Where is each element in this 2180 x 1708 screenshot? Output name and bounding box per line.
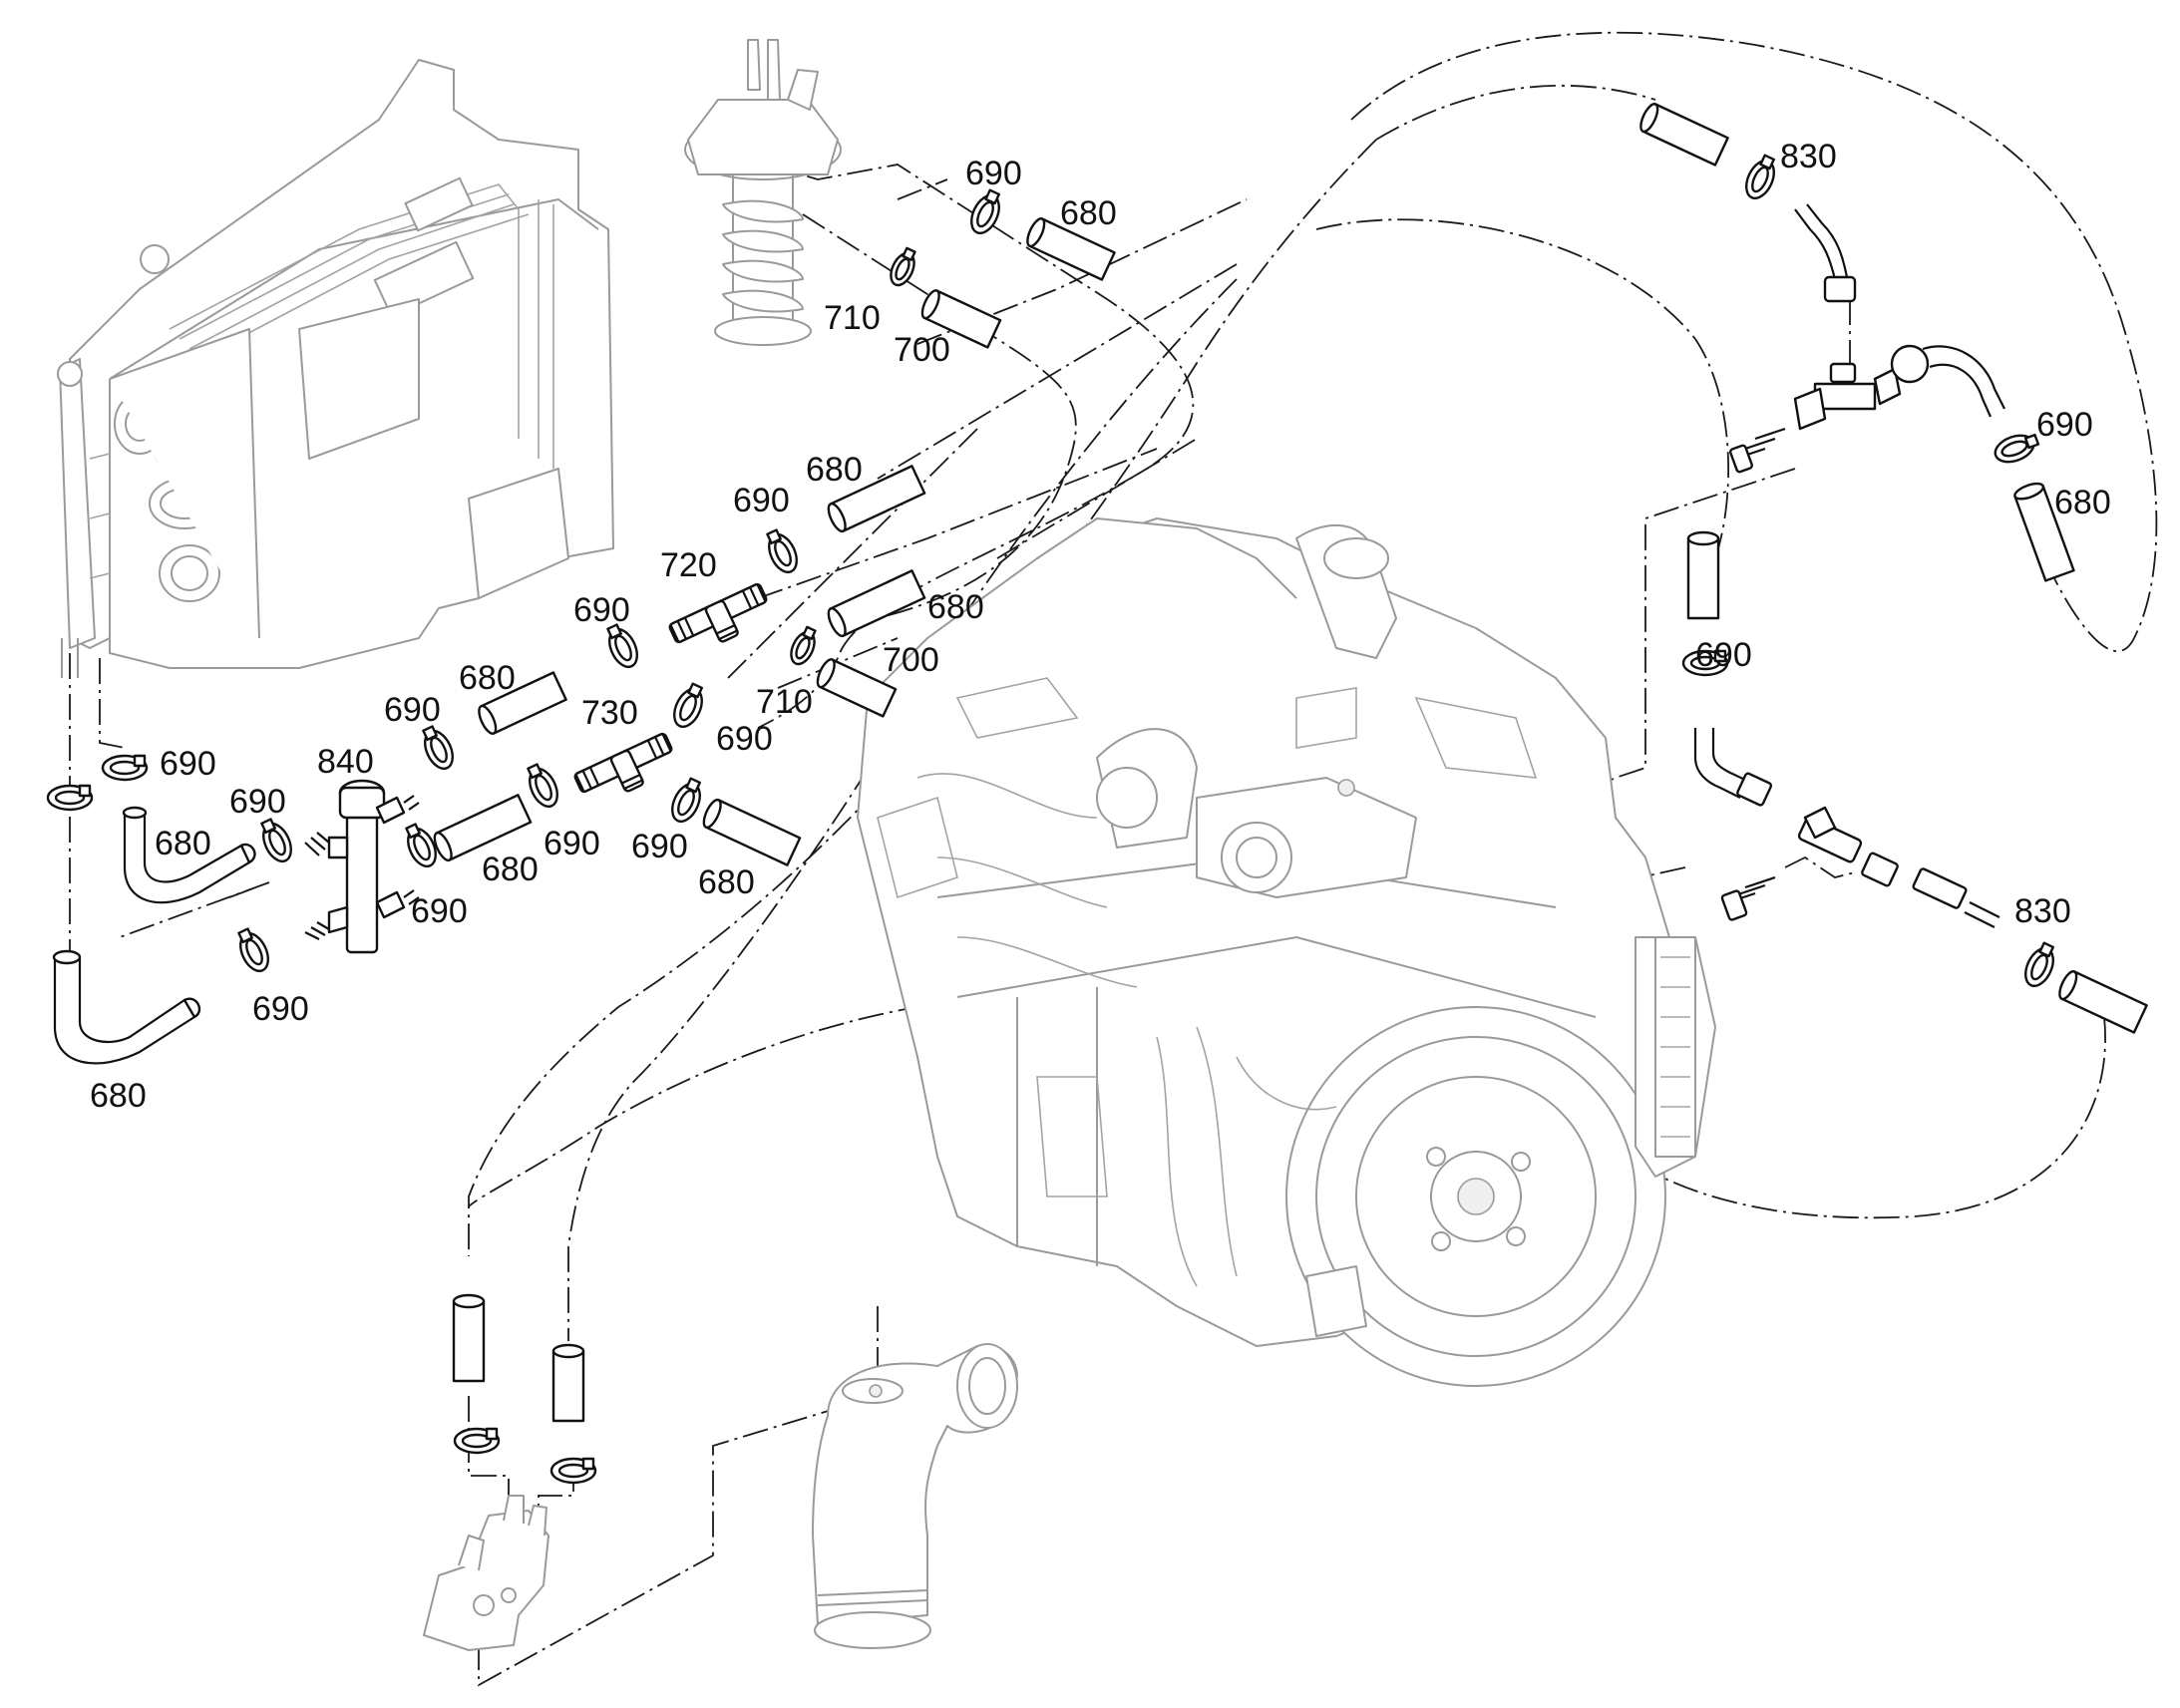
tee-720 xyxy=(668,582,768,644)
hose-700-mid xyxy=(816,658,898,718)
manifold-840 xyxy=(304,779,420,954)
clamp-690 xyxy=(405,823,437,868)
pipe-830-upper xyxy=(1729,203,2005,474)
callout-label: 730 xyxy=(581,694,638,732)
air-intake-elbow xyxy=(812,1343,1018,1649)
callout-labels: 690 680 710 700 830 690 680 680 690 720 … xyxy=(90,138,2111,1115)
callout-label: 690 xyxy=(160,745,216,783)
callout-label: 690 xyxy=(411,892,468,930)
clamp-690 xyxy=(606,623,638,669)
valve-block xyxy=(423,1495,549,1651)
callout-label: 830 xyxy=(1780,138,1837,175)
callout-label: 690 xyxy=(716,720,773,758)
fittings xyxy=(304,203,2005,954)
callout-label: 690 xyxy=(631,828,688,865)
callout-label: 680 xyxy=(927,588,984,626)
callout-label: 690 xyxy=(544,825,600,862)
callout-label: 690 xyxy=(2036,406,2093,444)
hose-680-b xyxy=(827,569,926,638)
callout-label: 700 xyxy=(883,641,939,679)
callout-label: 710 xyxy=(824,299,881,337)
callout-label: 700 xyxy=(894,331,950,369)
clamp-710 xyxy=(890,246,916,287)
callout-label: 680 xyxy=(459,659,516,697)
hose-680-g xyxy=(1639,103,1729,167)
diesel-engine xyxy=(857,517,1716,1387)
hose-680-i xyxy=(1686,530,1720,620)
hose-680-a xyxy=(827,465,926,533)
hose-700-top xyxy=(920,289,1002,349)
callout-label: 710 xyxy=(756,683,813,721)
tee-730 xyxy=(573,732,673,794)
hose-680-e xyxy=(702,798,802,866)
clamp-690 xyxy=(549,1457,597,1485)
hose-680-k xyxy=(452,1293,486,1383)
clamp-690 xyxy=(453,1427,501,1455)
clamp-690 xyxy=(970,188,1000,235)
callout-label: 840 xyxy=(317,743,374,781)
callout-label: 690 xyxy=(965,155,1022,192)
hose-680-c xyxy=(478,671,567,735)
hose-680-h xyxy=(2013,482,2075,582)
hose-680-d xyxy=(433,794,533,862)
tank-sender-unit xyxy=(684,39,842,346)
hose-680-f xyxy=(1026,217,1116,281)
clamp-690 xyxy=(1745,154,1775,200)
clamp-690 xyxy=(671,777,701,824)
callout-label: 680 xyxy=(155,825,211,862)
clamp-690 xyxy=(1681,649,1729,677)
callout-label: 680 xyxy=(1060,194,1117,232)
clamp-690 xyxy=(46,784,94,812)
clamp-690 xyxy=(422,725,454,771)
callout-label: 680 xyxy=(698,863,755,901)
callout-label: 690 xyxy=(573,591,630,629)
callout-label: 690 xyxy=(384,691,441,729)
hoses-680 xyxy=(52,103,2148,1423)
callout-label: 720 xyxy=(660,546,717,584)
hose-680-l xyxy=(551,1343,585,1423)
clamp-690 xyxy=(766,528,798,574)
clamp-690 xyxy=(237,927,269,973)
callout-label: 690 xyxy=(252,990,309,1028)
hose-680-left-lower xyxy=(53,957,195,1065)
clamp-690 xyxy=(527,763,558,809)
heater-box xyxy=(57,59,614,678)
hose-680-left-upper xyxy=(123,813,250,904)
clamp-690 xyxy=(260,818,292,863)
hose-680-j xyxy=(2058,970,2148,1034)
clamp-690 xyxy=(1994,433,2040,464)
callout-label: 680 xyxy=(806,451,863,489)
callout-label: 690 xyxy=(1695,636,1752,674)
callout-label: 680 xyxy=(90,1077,147,1115)
pipe-830-lower xyxy=(1693,728,2000,928)
callout-label: 830 xyxy=(2014,892,2071,930)
clamp-710 xyxy=(790,625,817,666)
clamp-830 xyxy=(2024,941,2054,988)
clamp-690 xyxy=(101,754,149,782)
clamps xyxy=(46,154,2054,1485)
clamp-690 xyxy=(673,682,703,729)
callout-label: 690 xyxy=(229,783,286,821)
callout-label: 690 xyxy=(733,482,790,519)
callout-label: 680 xyxy=(482,851,539,888)
callout-label: 680 xyxy=(2054,484,2111,521)
